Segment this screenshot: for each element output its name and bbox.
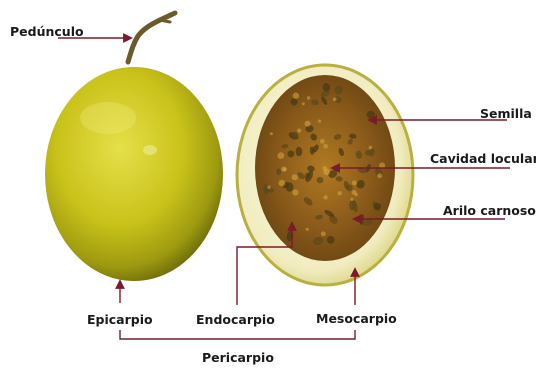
aril-highlight [307, 96, 310, 99]
label-seed: Semilla [480, 106, 532, 121]
cut-fruit [237, 65, 413, 285]
aril-highlight [302, 102, 305, 105]
aril-highlight [278, 152, 285, 159]
aril-highlight [318, 120, 321, 123]
aril-highlight [350, 198, 353, 201]
aril-highlight [355, 193, 358, 196]
fruit-skin [45, 67, 223, 281]
aril-highlight [292, 174, 298, 180]
aril-highlight [305, 121, 311, 127]
label-endocarp: Endocarpio [196, 312, 275, 327]
label-mesocarp: Mesocarpio [316, 311, 397, 326]
aril-highlight [279, 180, 286, 187]
aril-highlight [323, 166, 328, 171]
label-peduncle: Pedúnculo [10, 24, 84, 39]
aril-highlight [377, 173, 382, 178]
seed [263, 184, 269, 195]
aril-highlight [281, 167, 286, 172]
aril-highlight [267, 186, 270, 189]
aril-highlight [293, 93, 299, 99]
aril-highlight [323, 144, 328, 149]
aril-highlight [333, 97, 337, 101]
label-locular-cavity: Cavidad locular [430, 151, 536, 166]
label-fleshy-aril: Arilo carnoso [443, 203, 536, 218]
aril-highlight [320, 139, 325, 144]
whole-fruit [45, 13, 223, 281]
aril-highlight [369, 146, 373, 150]
label-pericarp: Pericarpio [202, 350, 274, 365]
aril-highlight [338, 191, 342, 195]
aril-highlight [297, 129, 301, 133]
aril-highlight [321, 231, 326, 236]
aril-highlight [270, 132, 273, 135]
aril-highlight [352, 180, 357, 185]
aril-highlight [323, 195, 327, 199]
label-epicarp: Epicarpio [87, 312, 153, 327]
aril-highlight [292, 189, 298, 195]
aril-highlight [306, 228, 309, 231]
